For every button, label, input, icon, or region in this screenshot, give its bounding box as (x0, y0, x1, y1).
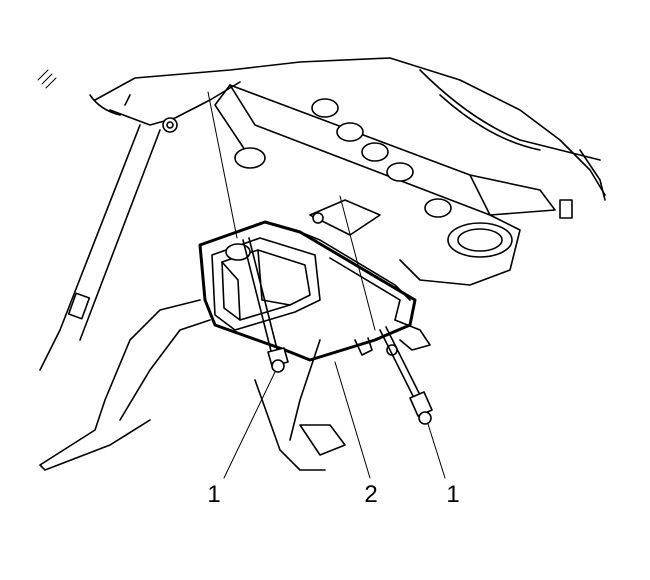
fastener-bolt-left (242, 237, 289, 373)
crossmember-hole (336, 122, 364, 142)
body-clip (559, 199, 573, 219)
underbody-panel (37, 57, 606, 371)
crossmember-hole (311, 98, 339, 118)
crossmember-hole (424, 198, 452, 218)
crossmember-hole (361, 142, 389, 162)
mounting-bracket (198, 199, 431, 362)
body-bolt (162, 117, 178, 133)
fastener-bolt-right (379, 326, 433, 425)
floor-plug (234, 147, 266, 169)
callout-bracket: 2 (364, 481, 377, 508)
bracket-hole (225, 243, 251, 261)
crossmember-hole (386, 162, 414, 182)
sill-clip (67, 292, 91, 320)
bracket-hole (312, 212, 324, 224)
floor-plug (447, 222, 513, 258)
leader-lines (207, 91, 446, 479)
callout-fastener-right: 1 (446, 481, 459, 508)
callout-fastener-left: 1 (207, 481, 220, 508)
